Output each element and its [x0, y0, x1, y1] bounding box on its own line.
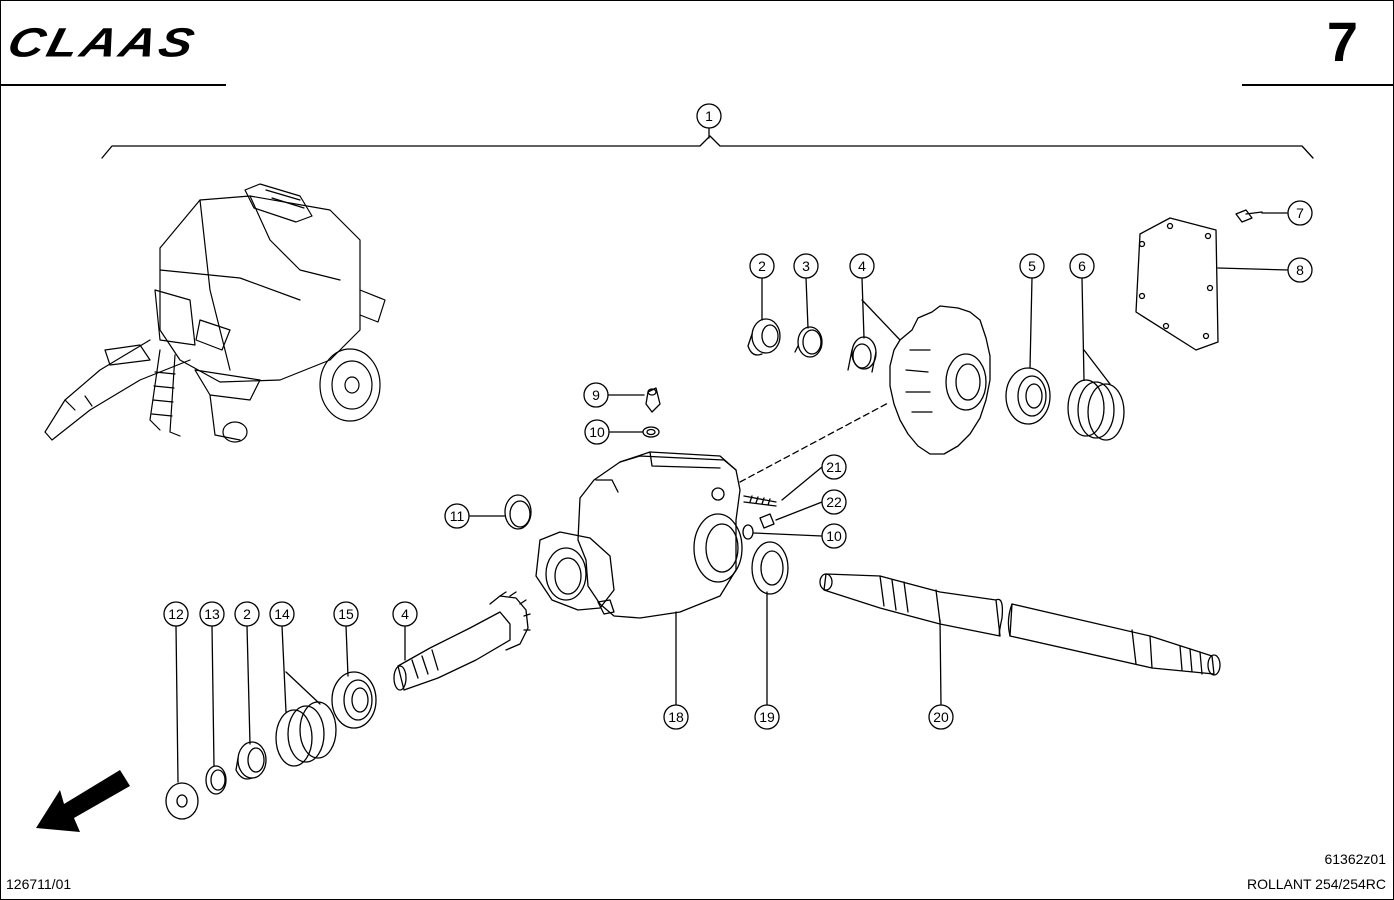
- figure-code: 61362z01: [1324, 851, 1386, 867]
- callout-13: [199, 601, 225, 627]
- callout-1: [696, 103, 722, 129]
- callout-2-top-label: 2: [758, 258, 766, 274]
- direction-arrow-icon: [36, 770, 130, 832]
- callout-10-top-label: 10: [589, 424, 605, 440]
- washer-12: [165, 782, 199, 820]
- bearing-2-top: [747, 318, 781, 356]
- header-rule-right: [1242, 84, 1394, 86]
- document-code: 126711/01: [6, 876, 72, 892]
- callout-5: [1019, 253, 1045, 279]
- seal-ring-19: [751, 541, 789, 595]
- callout-4-top: [849, 253, 875, 279]
- assembly-bracket: [101, 135, 1314, 159]
- header-rule-left: [0, 84, 226, 86]
- bearing-5: [1005, 367, 1051, 425]
- gearbox-housing-18: [535, 451, 743, 619]
- drive-shaft-20: [819, 573, 1221, 676]
- callout-8: [1287, 257, 1313, 283]
- callout-21-label: 21: [826, 459, 842, 475]
- callout-14-label: 14: [274, 606, 290, 622]
- callout-19: [754, 704, 780, 730]
- bevel-gear-4: [889, 305, 991, 455]
- callout-15: [333, 601, 359, 627]
- callout-9: [583, 382, 609, 408]
- callout-4-bottom: [392, 601, 418, 627]
- callout-5-label: 5: [1028, 258, 1036, 274]
- bolt-22: [759, 513, 775, 529]
- callout-3-label: 3: [802, 258, 810, 274]
- callout-7-label: 7: [1296, 205, 1304, 221]
- callout-19-label: 19: [759, 709, 775, 725]
- callout-18-label: 18: [668, 709, 684, 725]
- baler-illustration: [44, 183, 386, 443]
- spacer-4-top: [847, 336, 877, 373]
- callout-13-label: 13: [204, 606, 220, 622]
- callout-8-label: 8: [1296, 262, 1304, 278]
- shim-rings-6: [1067, 379, 1125, 441]
- callout-22: [821, 489, 847, 515]
- callout-2-top: [749, 253, 775, 279]
- callout-3: [793, 253, 819, 279]
- page-number: 7: [1326, 10, 1358, 73]
- assembly-axis-line: [739, 401, 891, 483]
- callout-20-label: 20: [933, 709, 949, 725]
- leader-lines: [175, 127, 1290, 783]
- circlip-13: [205, 765, 227, 795]
- callout-7: [1287, 200, 1313, 226]
- callout-10-side: [821, 523, 847, 549]
- shim-rings-14: [275, 701, 337, 767]
- callout-9-label: 9: [592, 387, 600, 403]
- model-name: ROLLANT 254/254RC: [1246, 876, 1386, 892]
- callout-4-top-label: 4: [858, 258, 866, 274]
- bolt-7: [1235, 209, 1263, 223]
- callout-1-label: 1: [705, 108, 713, 124]
- callout-2-bottom: [234, 601, 260, 627]
- callout-21: [821, 454, 847, 480]
- circlip-3: [794, 326, 823, 358]
- callout-12-label: 12: [168, 606, 184, 622]
- cover-plate-8: [1135, 217, 1219, 351]
- callout-6-label: 6: [1078, 258, 1086, 274]
- stud-21: [743, 495, 777, 507]
- callout-10-side-label: 10: [826, 528, 842, 544]
- callout-14: [269, 601, 295, 627]
- bearing-2-bottom: [235, 741, 267, 780]
- grease-nipple-9: [645, 387, 661, 413]
- callout-4-bottom-label: 4: [401, 606, 409, 622]
- washer-10-top: [642, 426, 660, 438]
- callout-12: [163, 601, 189, 627]
- callout-2-bottom-label: 2: [243, 606, 251, 622]
- callout-22-label: 22: [826, 494, 842, 510]
- callouts: [163, 103, 1313, 730]
- washer-10-side: [742, 524, 754, 540]
- pinion-shaft-4: [393, 591, 531, 691]
- callout-6: [1069, 253, 1095, 279]
- callout-11-label: 11: [450, 508, 465, 524]
- callout-20: [928, 704, 954, 730]
- callout-11: [444, 503, 470, 529]
- callout-18: [663, 704, 689, 730]
- callout-10-top: [584, 419, 610, 445]
- bearing-15: [331, 671, 377, 729]
- ring-11: [504, 494, 532, 530]
- callout-15-label: 15: [338, 606, 354, 622]
